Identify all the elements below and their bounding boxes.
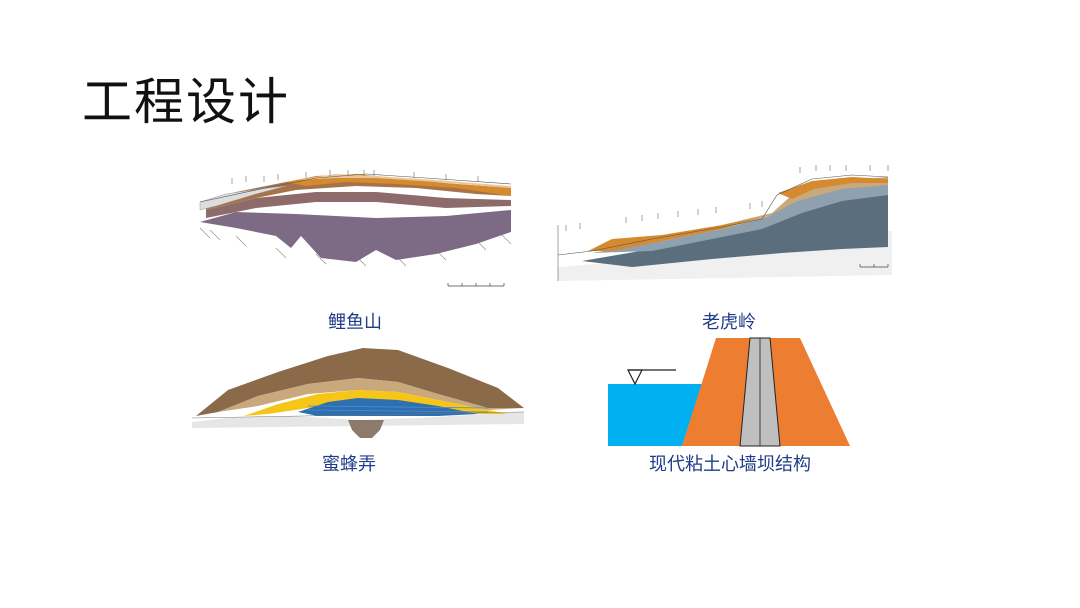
- orange-layer: [588, 217, 762, 251]
- blue-stripes: [307, 405, 489, 413]
- tan-layer: [218, 378, 524, 412]
- scale-bar: [447, 283, 505, 287]
- orange-top-layer: [778, 177, 888, 199]
- tan-strip: [296, 174, 511, 188]
- orange-top-layer: [286, 174, 511, 196]
- caption-laohuling: 老虎岭: [702, 312, 756, 333]
- laohuling-section-diagram: [557, 165, 892, 281]
- survey-ticks: [231, 170, 479, 184]
- caption-mifengnong: 蜜蜂弄: [322, 454, 376, 475]
- surface-baseline: [191, 411, 525, 419]
- scale-bar: [859, 264, 889, 268]
- modern-core-dam-diagram: [608, 337, 850, 447]
- caption-modern-dam: 现代粘土心墙坝结构: [649, 454, 811, 475]
- surface-line: [557, 174, 889, 256]
- dark-brown-layer: [196, 348, 524, 416]
- survey-ticks: [565, 165, 889, 231]
- tan-layer: [598, 177, 888, 247]
- mauve-layer: [206, 192, 511, 218]
- purple-layer: [200, 210, 511, 262]
- foundation-pit: [348, 420, 384, 438]
- surface-line: [199, 173, 512, 203]
- left-outline: [199, 185, 287, 211]
- caption-liyushan: 鲤鱼山: [328, 312, 382, 333]
- bluegrey-layer: [592, 183, 888, 253]
- water-level-icon: [627, 369, 643, 386]
- liyushan-section-diagram: [199, 170, 512, 287]
- mifengnong-section-diagram: [191, 348, 525, 438]
- slide-title: 工程设计: [82, 73, 290, 131]
- reservoir-water: [608, 384, 702, 446]
